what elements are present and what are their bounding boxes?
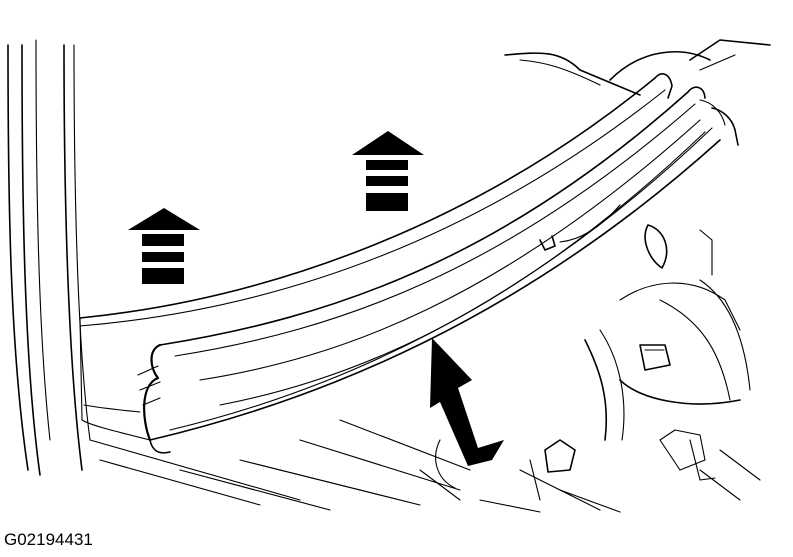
figure-caption: G02194431 bbox=[4, 530, 93, 549]
belt-molding bbox=[79, 73, 721, 454]
up-arrow-icon bbox=[352, 131, 424, 211]
floor-hatching bbox=[89, 419, 761, 513]
up-arrow-icon bbox=[128, 208, 200, 284]
diagonal-arrow-icon bbox=[430, 338, 504, 466]
body-panel-upper bbox=[504, 39, 771, 146]
door-pillar bbox=[7, 39, 91, 476]
door-inner-panel bbox=[419, 224, 751, 501]
